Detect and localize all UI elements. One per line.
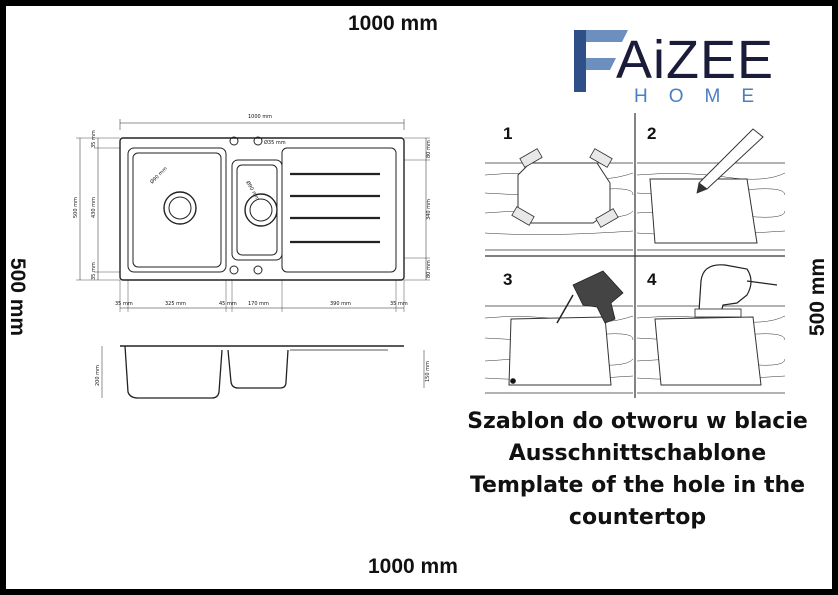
left-v-label-1: 35 mm [91, 130, 97, 148]
step-number-3: 3 [503, 270, 512, 289]
caption-line-english-2: countertop [568, 505, 707, 530]
logo-sub-text: HOME [634, 86, 775, 107]
step-number-4: 4 [647, 270, 657, 289]
drain-small-label: Ø90 mm [244, 180, 261, 202]
bottom-h-label-4: 170 mm [248, 301, 269, 307]
caption-block: Szablon do otworu w blacie Ausschnittsch… [450, 406, 825, 534]
bottom-h-label-3: 45 mm [219, 301, 237, 307]
installation-steps-diagram: 1 2 3 4 [485, 113, 785, 398]
bottom-h-label-6: 35 mm [390, 301, 408, 307]
side-left-label: 200 mm [95, 365, 101, 386]
bottom-h-label-1: 35 mm [115, 301, 133, 307]
right-v-label-2: 340 mm [426, 199, 432, 220]
step-number-1: 1 [503, 124, 512, 143]
drawing-width-label: 1000 mm [248, 114, 272, 120]
bottom-h-label-2: 325 mm [165, 301, 186, 307]
brand-logo: AiZEE HOME [570, 26, 815, 111]
side-right-label: 150 mm [425, 361, 431, 382]
drain-big-label: Ø90 mm [148, 165, 168, 185]
top-dimension-label: 1000 mm [348, 12, 438, 35]
right-v-label-1: 80 mm [426, 140, 432, 158]
step-number-2: 2 [647, 124, 656, 143]
right-dimension-label: 500 mm [806, 257, 829, 337]
left-v-label-3: 35 mm [91, 262, 97, 280]
left-v-label-2: 430 mm [91, 197, 97, 218]
sink-technical-drawing: 1000 mm Ø35 mm Ø90 mm Ø90 mm 500 mm 35 m… [73, 114, 432, 399]
bottom-dimension-label: 1000 mm [368, 555, 458, 578]
caption-line-english-1: Template of the hole in the [469, 473, 806, 498]
left-dimension-label: 500 mm [6, 257, 29, 337]
right-v-label-3: 80 mm [426, 260, 432, 278]
logo-f-icon [574, 30, 628, 92]
caption-line-polish: Szablon do otworu w blacie [467, 409, 808, 434]
left-total-label: 500 mm [73, 197, 79, 218]
logo-brand-text: AiZEE [616, 30, 775, 90]
caption-line-german: Ausschnittschablone [508, 441, 767, 466]
hole-diameter-label: Ø35 mm [264, 139, 286, 146]
bottom-h-label-5: 390 mm [330, 301, 351, 307]
